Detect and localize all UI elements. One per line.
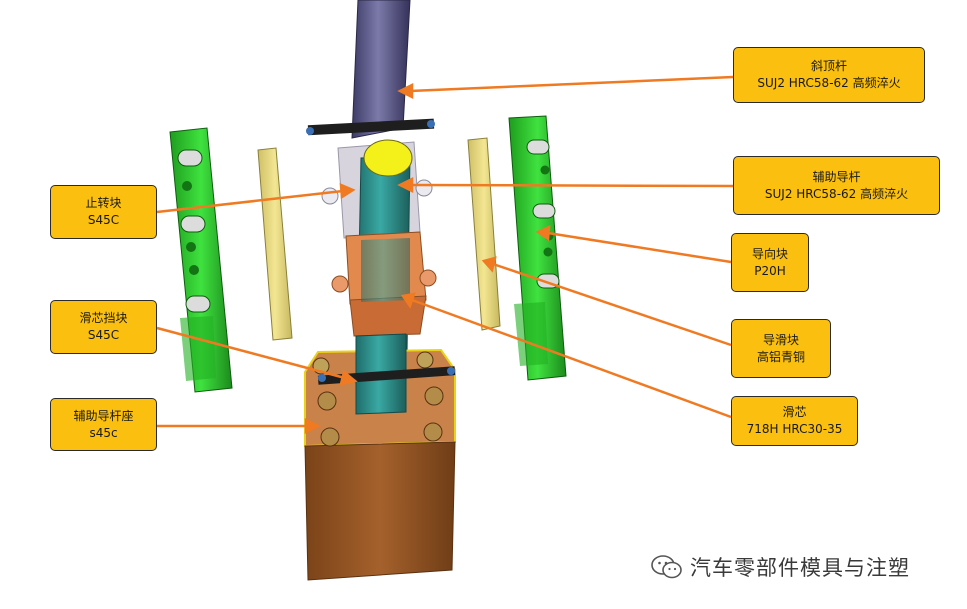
slide-core — [331, 231, 437, 337]
label-name: 导滑块 — [762, 332, 799, 347]
label-spec: 高铝青铜 — [756, 349, 805, 364]
label-guide-block: 导向块 P20H — [731, 233, 809, 292]
label-name: 止转块 — [85, 196, 122, 210]
upper-cross-bar — [306, 118, 435, 136]
label-name: 滑芯挡块 — [79, 311, 128, 325]
label-spec: SUJ2 HRC58-62 高频淬火 — [764, 186, 909, 201]
label-name: 导向块 — [751, 246, 788, 261]
label-spec: P20H — [754, 263, 786, 278]
arrow-slide-core — [400, 292, 732, 419]
label-anti-rotation-block: 止转块 S45C — [50, 185, 157, 239]
arrow-incline-rod — [397, 75, 734, 100]
label-spec: 718H HRC30-35 — [746, 422, 843, 436]
label-name: 辅助导杆 — [812, 169, 861, 184]
watermark: 汽车零部件模具与注塑 — [650, 552, 910, 582]
label-spec: S45C — [87, 213, 120, 227]
guide-block-right — [508, 115, 567, 381]
slide-plate-left — [257, 147, 293, 341]
arrow-aux-guide-rod — [397, 176, 734, 194]
label-aux-guide-rod: 辅助导杆 SUJ2 HRC58-62 高频淬火 — [733, 156, 940, 215]
wechat-icon — [651, 555, 682, 579]
arrow-aux-guide-seat — [157, 417, 321, 435]
slide-plate-right — [467, 137, 501, 331]
label-name: 滑芯 — [782, 405, 807, 419]
leader-arrows — [156, 75, 734, 435]
label-aux-guide-seat: 辅助导杆座 s45c — [50, 398, 157, 451]
label-spec: S45C — [87, 328, 120, 342]
arrow-anti-rotation-block — [156, 183, 356, 214]
label-slide-core: 滑芯 718H HRC30-35 — [731, 396, 858, 446]
label-slide-block: 导滑块 高铝青铜 — [731, 319, 831, 378]
label-spec: SUJ2 HRC58-62 高频淬火 — [757, 76, 901, 90]
arrow-slide-block — [481, 256, 732, 347]
label-incline-rod: 斜顶杆 SUJ2 HRC58-62 高频淬火 — [733, 47, 925, 103]
guide-block-left — [169, 127, 233, 393]
arrow-core-stop-block — [156, 326, 358, 386]
label-spec: s45c — [89, 425, 118, 440]
incline-rod — [351, 0, 411, 139]
label-name: 辅助导杆座 — [73, 408, 134, 423]
label-name: 斜顶杆 — [810, 59, 847, 73]
label-core-stop-block: 滑芯挡块 S45C — [50, 300, 157, 354]
arrow-guide-block — [535, 224, 732, 264]
watermark-text: 汽车零部件模具与注塑 — [690, 556, 910, 580]
